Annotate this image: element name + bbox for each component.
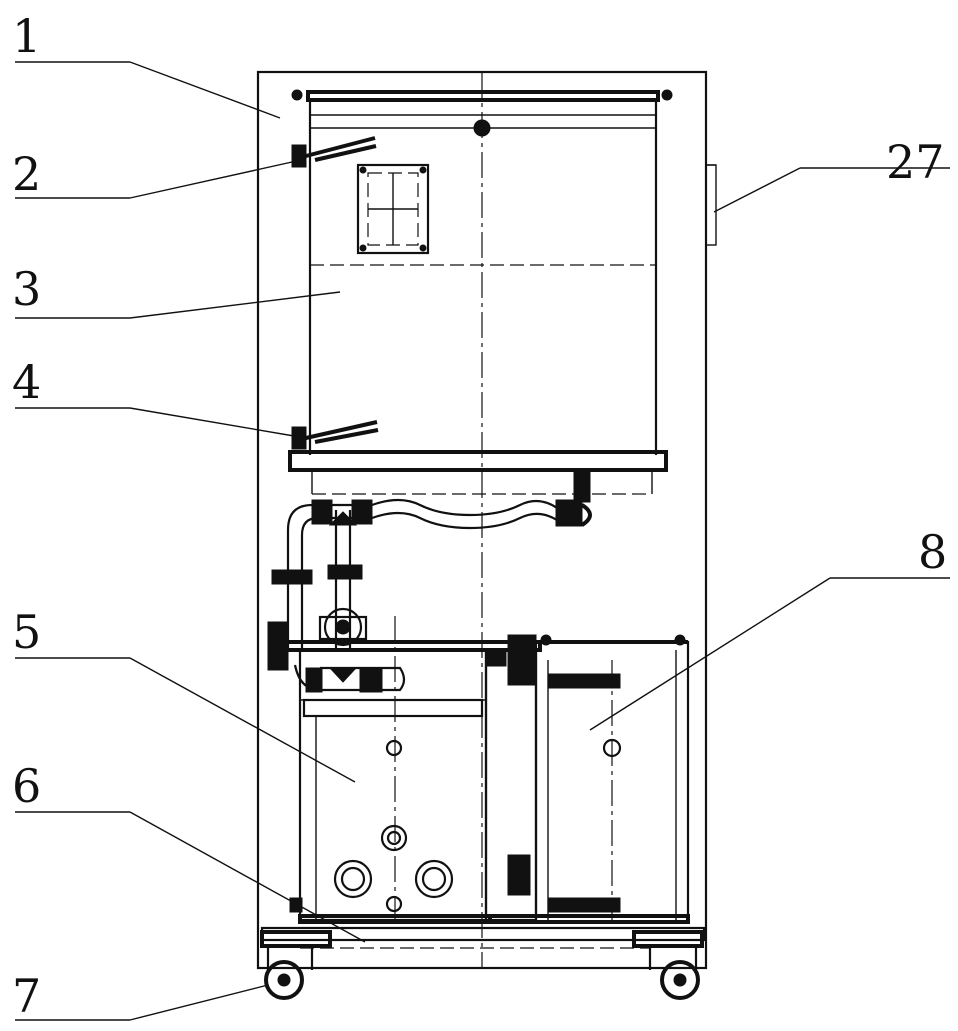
label-27: 27: [886, 135, 945, 189]
side-panel-27: [705, 164, 717, 246]
label-8: 8: [918, 525, 947, 579]
callout-2: 2: [12, 147, 293, 201]
callout-6: 6: [12, 759, 366, 943]
label-5: 5: [12, 605, 41, 659]
callout-3: 3: [12, 262, 341, 319]
callout-1: 1: [12, 9, 281, 119]
valve-upper: [291, 136, 377, 168]
callout-8: 8: [589, 525, 950, 731]
upper-tank: [288, 89, 673, 495]
label-2: 2: [12, 147, 41, 201]
label-3: 3: [12, 262, 41, 316]
callout-5: 5: [12, 605, 356, 783]
callout-7: 7: [12, 969, 269, 1023]
tank-5: [289, 616, 492, 924]
inspection-window: [356, 163, 430, 255]
middle-connector: [484, 634, 538, 922]
label-4: 4: [12, 355, 41, 409]
label-7: 7: [12, 969, 41, 1023]
callout-27: 27: [713, 135, 950, 213]
valve-lower: [291, 420, 379, 450]
callout-4: 4: [12, 355, 295, 437]
caster-right: [632, 930, 704, 1000]
label-6: 6: [12, 759, 41, 813]
tank-8: [488, 634, 690, 924]
label-1: 1: [12, 9, 41, 63]
caster-left: [260, 930, 332, 1000]
pipework: [267, 469, 592, 693]
